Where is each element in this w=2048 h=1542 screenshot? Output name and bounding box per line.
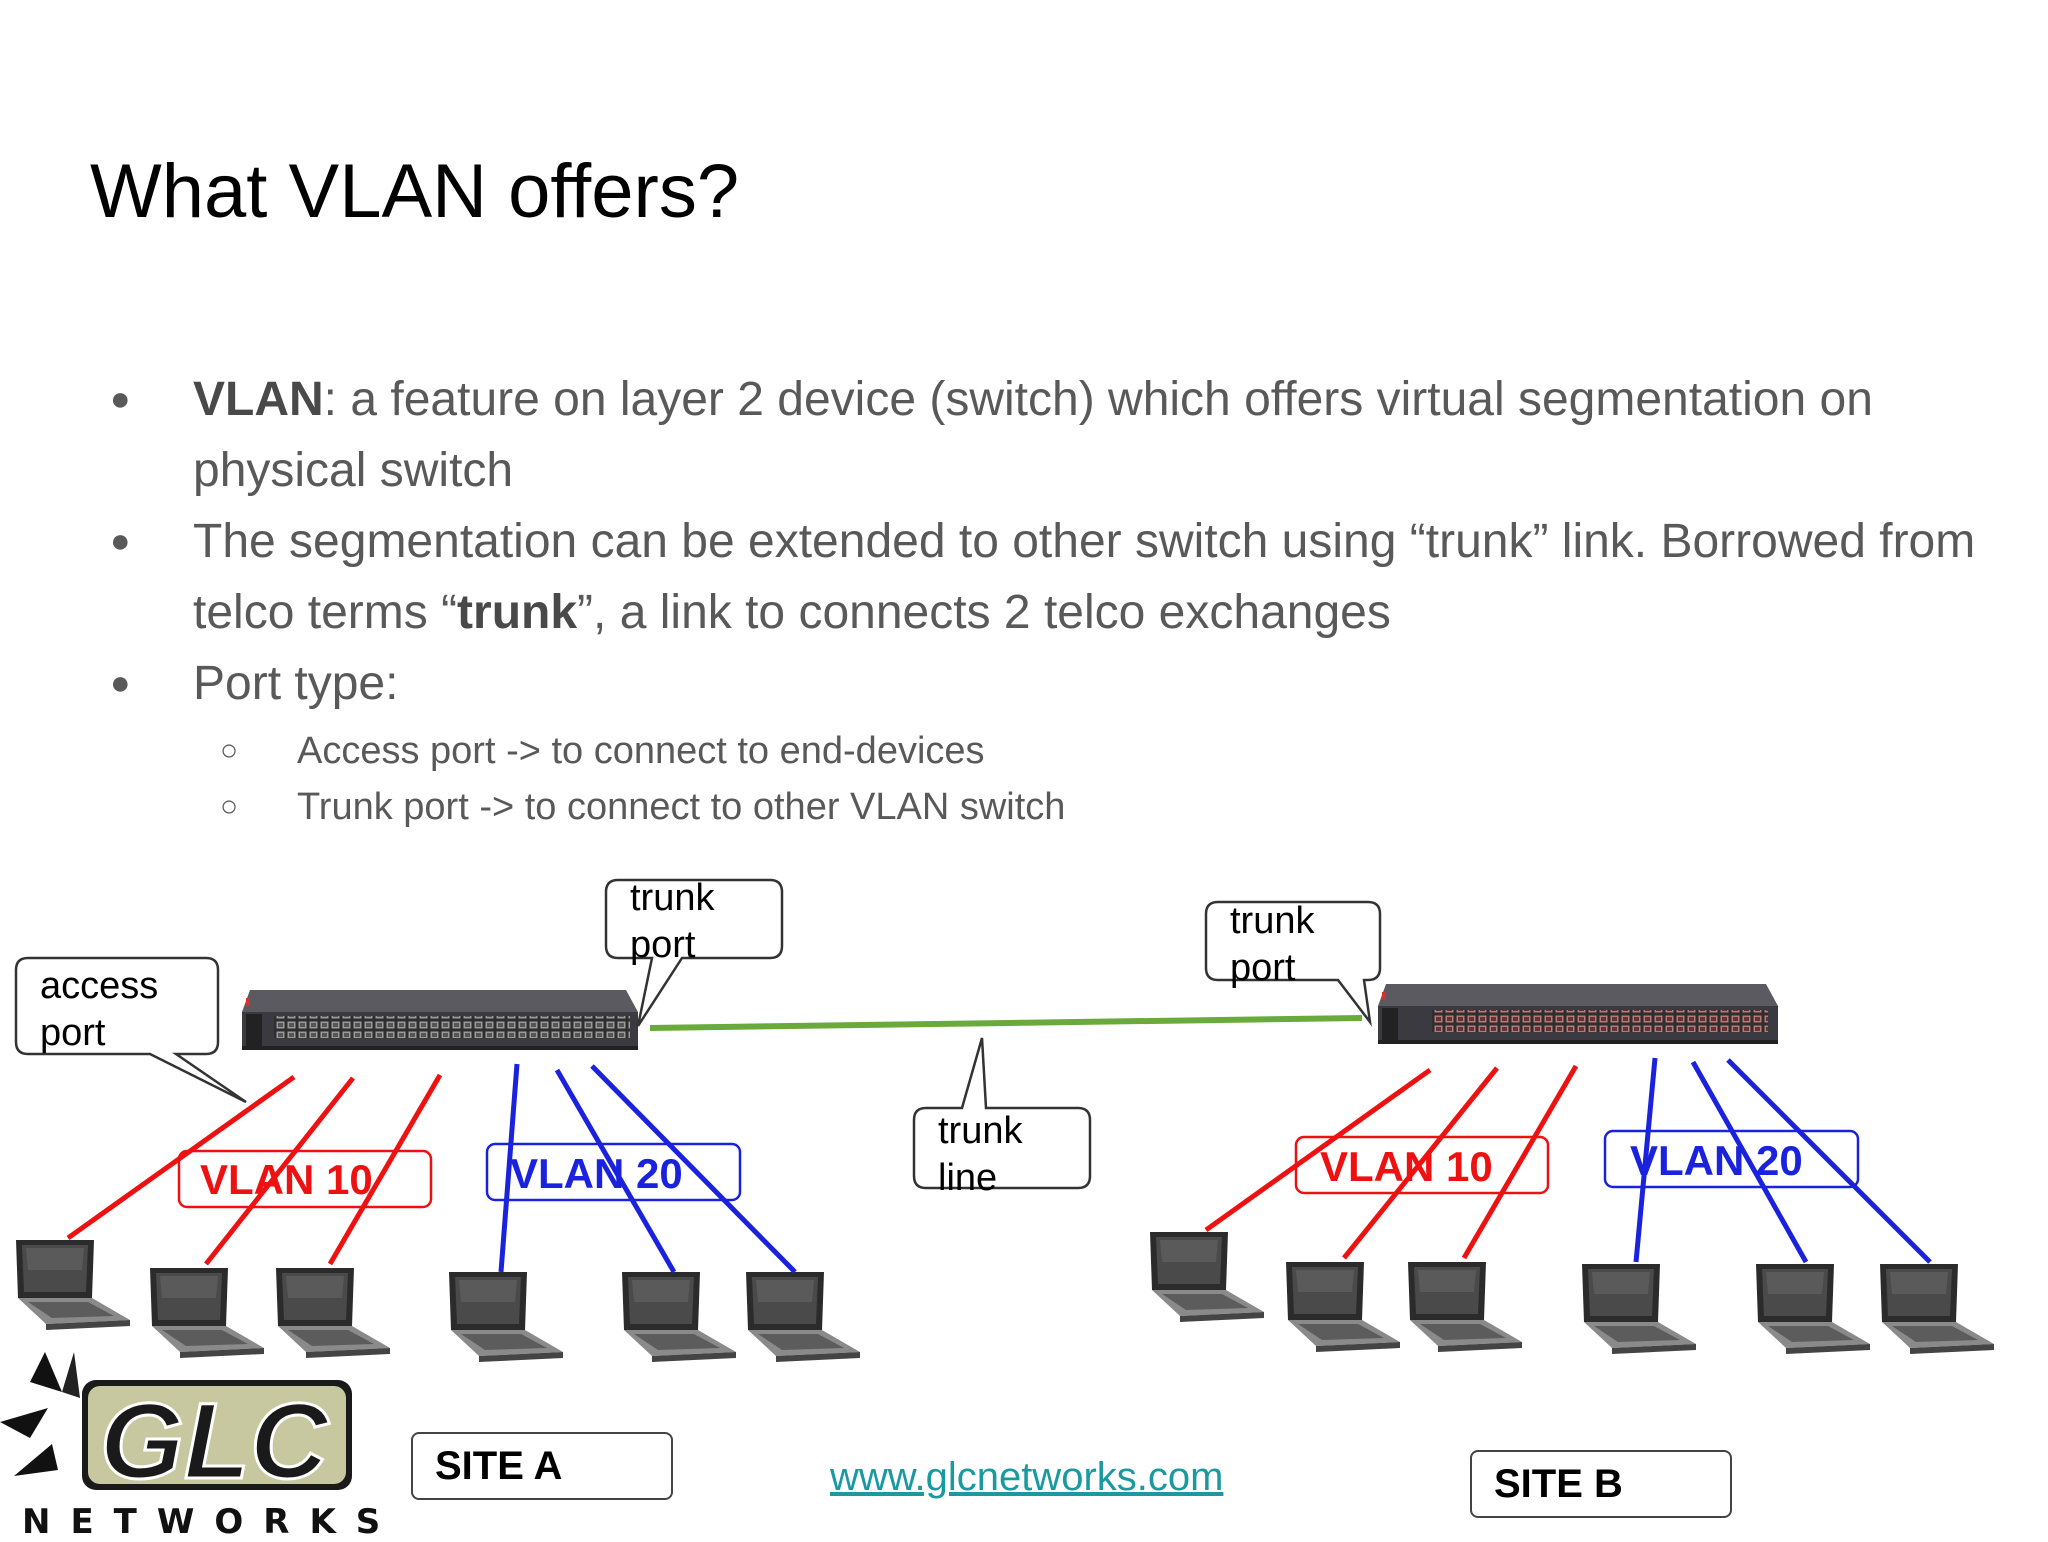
callout-text-line: port	[630, 924, 696, 966]
vlan20-box-a	[485, 1142, 742, 1202]
vlan10-box-a	[177, 1149, 433, 1209]
callout-trunk-port-b-text: trunk port	[1230, 898, 1314, 992]
laptop-b4	[1582, 1264, 1696, 1354]
laptop-b2	[1286, 1262, 1400, 1352]
slide-title: What VLAN offers?	[90, 149, 740, 234]
vlan20-label-site-a: VLAN 20	[510, 1150, 683, 1197]
laptop-a6	[746, 1272, 860, 1362]
bullet-dot: ●	[110, 380, 131, 418]
bullet-port-type: ● Port type:	[110, 648, 1990, 719]
vlan10-links-b	[1204, 1064, 1579, 1260]
callout-text-line: line	[938, 1157, 998, 1199]
bullet-vlan-text: : a feature on layer 2 device (switch) w…	[193, 373, 1873, 497]
laptop-a3	[276, 1268, 390, 1358]
trunk-link	[649, 1015, 1363, 1031]
bullet-trunk-term: trunk	[457, 586, 578, 639]
glc-logo-mark	[0, 1352, 352, 1490]
bullet-dot: ●	[110, 664, 131, 702]
callout-trunk-line	[912, 1037, 1092, 1190]
bullet-trunk-text-post: ”, a link to connects 2 telco exchanges	[577, 586, 1391, 639]
sub-bullet-trunk: ○ Trunk port -> to connect to other VLAN…	[110, 779, 1990, 835]
bullet-vlan-term: VLAN	[193, 373, 324, 426]
bullet-vlan: ● VLAN: a feature on layer 2 device (swi…	[110, 364, 1990, 506]
sub-bullet-trunk-text: Trunk port -> to connect to other VLAN s…	[297, 786, 1066, 828]
switch-b	[1378, 984, 1778, 1044]
laptop-b5	[1756, 1264, 1870, 1354]
vlan20-links-a	[498, 1063, 797, 1274]
logo-subtitle: NETWORKS	[22, 1502, 401, 1542]
laptop-b3	[1408, 1262, 1522, 1352]
vlan10-label-site-b: VLAN 10	[1320, 1143, 1493, 1190]
sub-bullet-circle: ○	[220, 790, 239, 823]
callout-trunk-line-text: trunk line	[938, 1108, 1022, 1202]
sub-bullet-access-text: Access port -> to connect to end-devices	[297, 730, 985, 772]
site-a-label: SITE A	[411, 1432, 673, 1500]
callout-trunk-port-a	[604, 878, 784, 1027]
vlan20-links-b	[1633, 1057, 1932, 1264]
callout-text-line: trunk	[630, 877, 715, 919]
sub-bullet-circle: ○	[220, 734, 239, 767]
laptop-a1	[16, 1240, 130, 1330]
callout-trunk-port-a-text: trunk port	[630, 875, 714, 969]
bullet-trunk-text-pre: The segmentation can be extended to othe…	[193, 515, 1976, 639]
bullet-dot: ●	[110, 522, 131, 560]
website-link[interactable]: www.glcnetworks.com	[830, 1455, 1224, 1499]
vlan10-links-a	[66, 1073, 443, 1266]
laptop-b6	[1880, 1264, 1994, 1354]
laptop-a2	[150, 1268, 264, 1358]
bullet-trunk: ● The segmentation can be extended to ot…	[110, 506, 1990, 648]
glc-logo-letters: GLC	[100, 1380, 330, 1501]
callout-text-line: port	[1230, 947, 1296, 989]
callout-access-port-text: access port	[40, 963, 158, 1057]
callout-trunk-port-b	[1204, 900, 1382, 1027]
laptop-b1	[1150, 1232, 1264, 1322]
bullet-port-type-text: Port type:	[193, 657, 399, 710]
callout-text-line: trunk	[1230, 900, 1315, 942]
switch-a	[242, 990, 638, 1050]
sub-bullet-access: ○ Access port -> to connect to end-devic…	[110, 723, 1990, 779]
callout-access-port	[14, 956, 247, 1104]
laptop-a4	[449, 1272, 563, 1362]
bullet-list: ● VLAN: a feature on layer 2 device (swi…	[110, 364, 1990, 835]
vlan20-label-site-b: VLAN 20	[1630, 1137, 1803, 1184]
callout-text-line: port	[40, 1012, 106, 1054]
callout-text-line: access	[40, 965, 159, 1007]
laptop-a5	[622, 1272, 736, 1362]
site-b-label: SITE B	[1470, 1450, 1732, 1518]
callout-text-line: trunk	[938, 1110, 1023, 1152]
vlan10-label-site-a: VLAN 10	[200, 1156, 373, 1203]
